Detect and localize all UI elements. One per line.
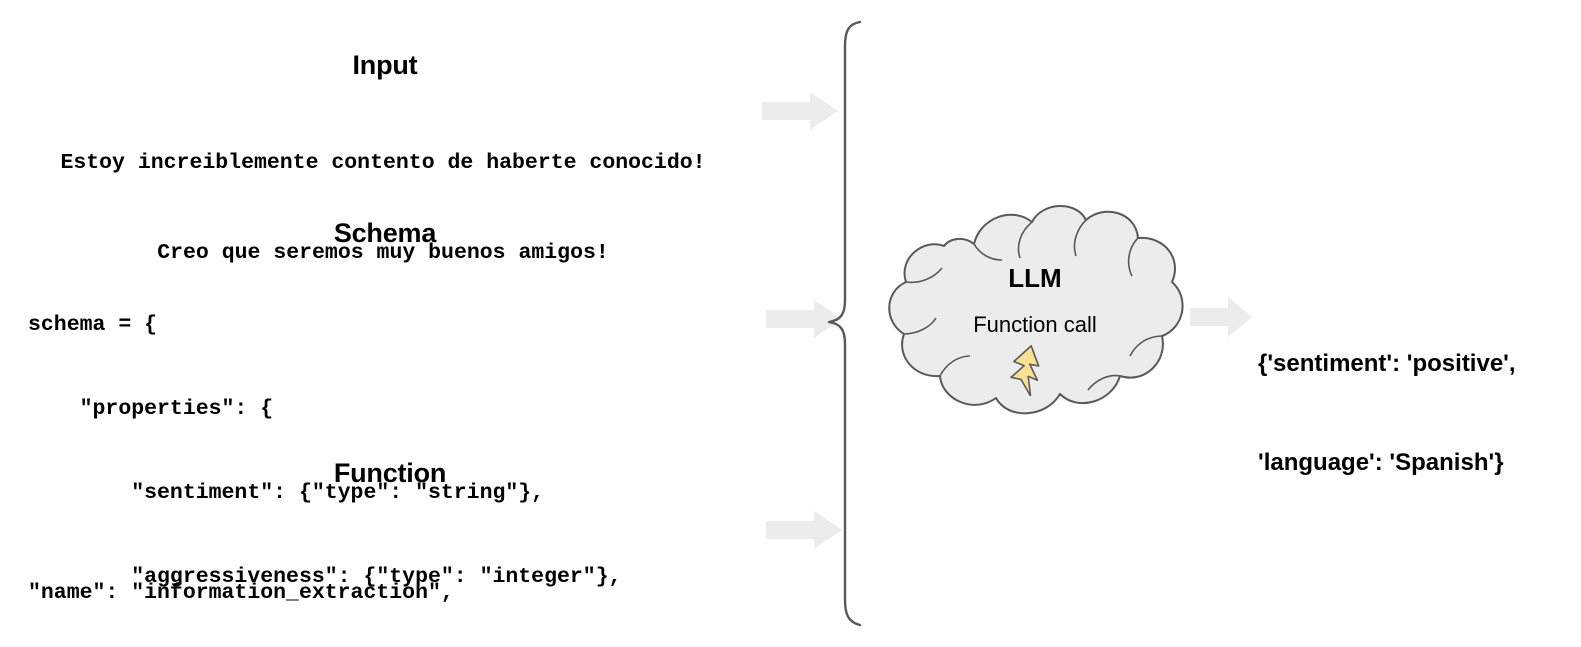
output-line-1: {'sentiment': 'positive', bbox=[1258, 350, 1516, 377]
schema-right-arrow-icon bbox=[766, 300, 842, 338]
curly-brace-icon bbox=[826, 20, 872, 628]
cloud-icon bbox=[880, 198, 1190, 434]
function-right-arrow-icon bbox=[766, 511, 842, 549]
function-text-block: "name": "information_extraction", "descr… bbox=[28, 493, 751, 647]
schema-text-block: schema = { "properties": { "sentiment": … bbox=[28, 255, 622, 647]
input-line-2: Creo que seremos muy buenos amigos! bbox=[157, 241, 609, 265]
schema-line-1: schema = { bbox=[28, 313, 158, 337]
output-text-block: {'sentiment': 'positive', 'language': 'S… bbox=[1258, 281, 1516, 545]
input-section-header: Input bbox=[352, 50, 418, 80]
schema-line-4: "aggressiveness": {"type": "integer"}, bbox=[28, 565, 622, 589]
schema-section-header: Schema bbox=[333, 218, 437, 248]
cloud-title-label: LLM bbox=[1008, 263, 1062, 293]
schema-line-2: "properties": { bbox=[28, 397, 274, 421]
output-right-arrow-icon bbox=[1190, 297, 1252, 337]
input-text-block: Estoy increiblemente contento de haberte… bbox=[28, 88, 738, 328]
input-right-arrow-icon bbox=[762, 92, 838, 130]
cloud-subtitle-label: Function call bbox=[973, 312, 1097, 337]
output-line-2: 'language': 'Spanish'} bbox=[1258, 449, 1504, 476]
schema-line-3: "sentiment": {"type": "string"}, bbox=[28, 481, 545, 505]
function-line-1: "name": "information_extraction", bbox=[28, 581, 454, 605]
input-line-1: Estoy increiblemente contento de haberte… bbox=[60, 151, 706, 175]
function-section-header: Function bbox=[333, 458, 447, 488]
lightning-bolt-icon bbox=[1006, 344, 1060, 396]
